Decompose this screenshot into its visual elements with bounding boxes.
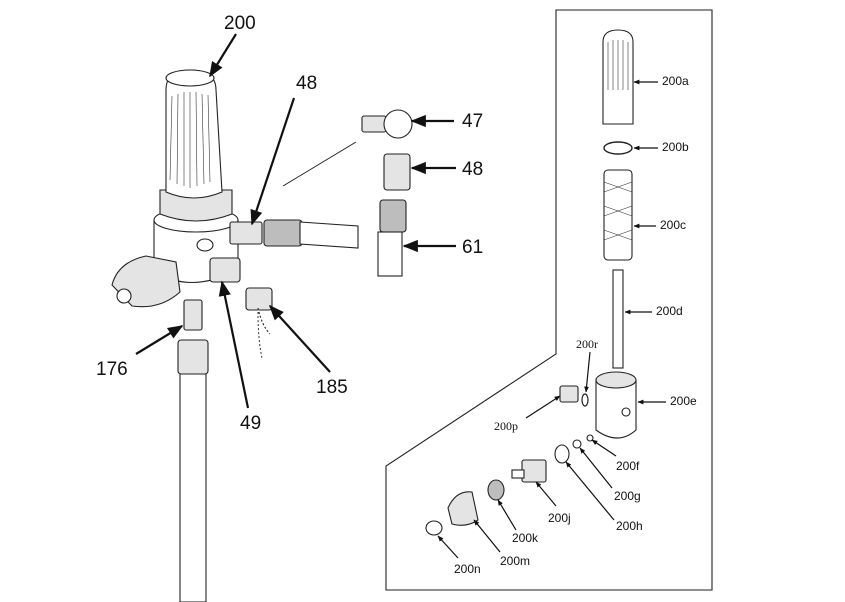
callout-200p: 200p xyxy=(494,419,518,433)
part-200f xyxy=(586,434,594,442)
hose-assembly-61 xyxy=(377,199,407,277)
leader-200m xyxy=(473,519,501,553)
part-200m xyxy=(447,491,479,526)
callout-200r: 200r xyxy=(576,337,598,351)
leader-200h xyxy=(565,461,615,521)
leader-200f xyxy=(591,439,617,457)
inlet-hose xyxy=(299,221,359,249)
leader-200j xyxy=(535,481,557,507)
hose-nut xyxy=(263,219,303,247)
leader-200p xyxy=(525,395,561,419)
swivel-47 xyxy=(361,109,413,139)
callout-185: 185 xyxy=(316,377,348,398)
leader-176 xyxy=(135,325,184,355)
callout-61: 61 xyxy=(462,237,484,258)
part-200n xyxy=(425,520,443,536)
part-200p xyxy=(559,385,579,403)
fitting-48-right xyxy=(383,153,411,191)
callout-200h: 200h xyxy=(616,519,643,533)
callout-200f: 200f xyxy=(616,459,640,473)
callout-200a: 200a xyxy=(662,74,689,88)
leader-200n xyxy=(437,535,459,559)
leader-200r xyxy=(584,351,591,393)
callout-176: 176 xyxy=(96,359,128,380)
callout-200e: 200e xyxy=(670,394,697,408)
callout-200n: 200n xyxy=(454,562,481,576)
callout-200k: 200k xyxy=(512,531,539,545)
part-200e xyxy=(595,371,637,439)
part-200d xyxy=(612,269,624,369)
drain-cap-185 xyxy=(245,287,273,311)
callout-49: 49 xyxy=(240,413,262,434)
callout-47: 47 xyxy=(462,111,484,132)
bowl-collar xyxy=(159,189,233,222)
leader-185 xyxy=(268,304,331,373)
callout-200: 200 xyxy=(224,13,256,34)
part-200a xyxy=(602,29,634,125)
callout-200b: 200b xyxy=(662,140,689,154)
callout-200j: 200j xyxy=(548,511,571,525)
part-200r xyxy=(581,393,589,407)
callout-200m: 200m xyxy=(500,554,531,568)
leader-200 xyxy=(209,33,237,78)
part-200h xyxy=(554,444,570,464)
bottom-fitting xyxy=(177,339,209,375)
filter-bowl xyxy=(165,69,223,199)
fitting-176 xyxy=(183,299,203,331)
leader-49 xyxy=(218,280,250,409)
callout-200g: 200g xyxy=(614,489,641,503)
callout-48-right: 48 xyxy=(462,159,484,180)
part-200j xyxy=(511,459,547,483)
leader-48a xyxy=(250,97,296,226)
part-200k xyxy=(487,479,505,501)
callout-200c: 200c xyxy=(660,218,687,232)
leader-200g xyxy=(579,447,613,489)
outlet-hose xyxy=(179,369,207,602)
part-200g xyxy=(572,439,582,449)
main-filter-assembly xyxy=(111,69,359,602)
fitting-48-left xyxy=(229,221,263,245)
callout-48-left: 48 xyxy=(296,73,318,94)
part-200b xyxy=(603,141,633,155)
connector-line xyxy=(282,141,357,187)
callout-200d: 200d xyxy=(656,304,683,318)
detail-frame xyxy=(385,9,713,591)
fitting-49 xyxy=(209,257,241,283)
part-200c xyxy=(603,169,633,261)
leader-200k xyxy=(497,499,517,531)
